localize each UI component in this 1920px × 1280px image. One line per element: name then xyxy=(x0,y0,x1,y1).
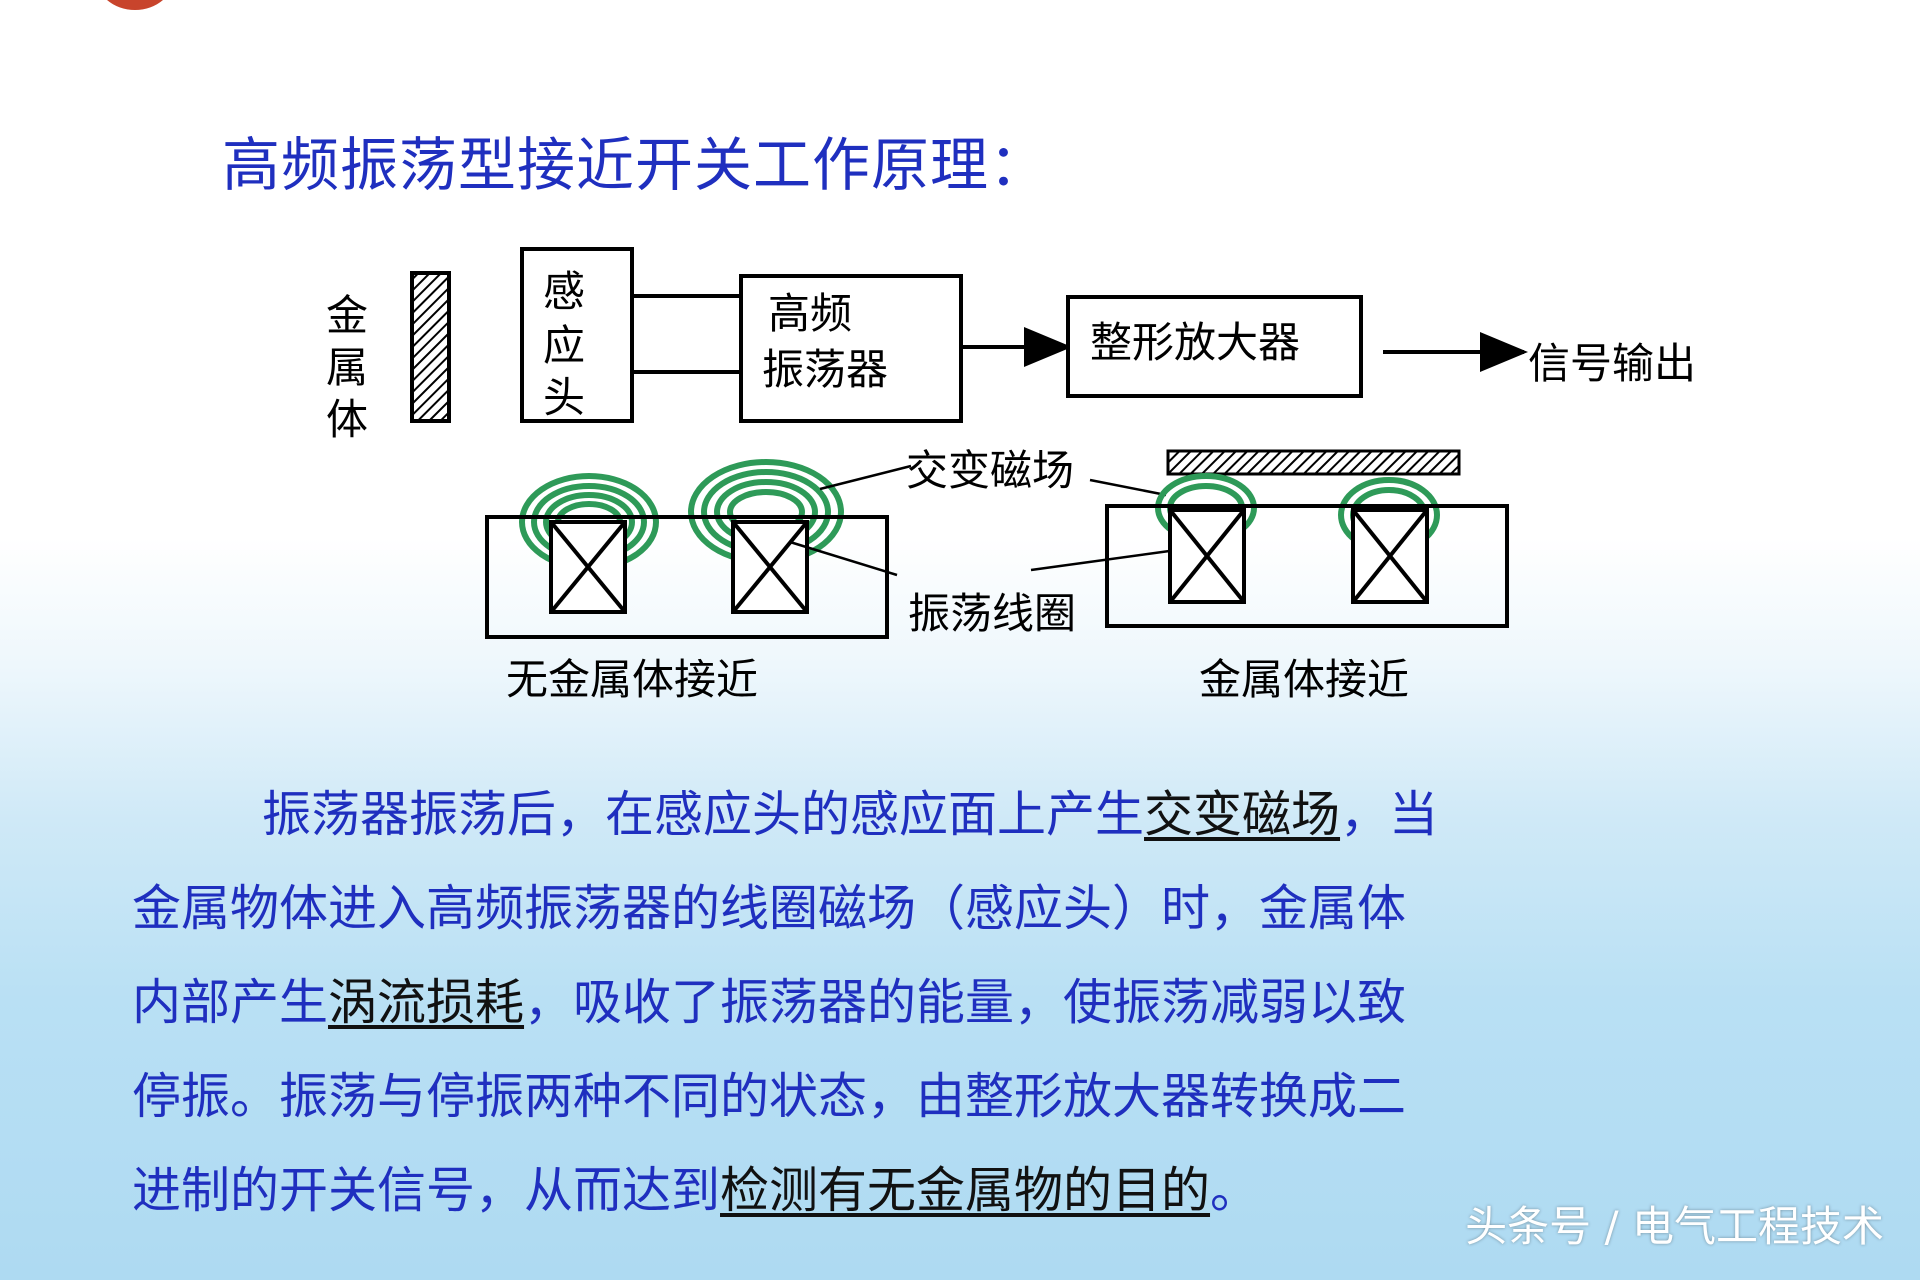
metal-plate xyxy=(410,271,451,423)
paragraph-text: 。 xyxy=(1210,1162,1260,1219)
paragraph-text: ，吸收了振荡器的能量，使振荡减弱以致 xyxy=(524,974,1407,1031)
oscillator-label-line-1: 高频 xyxy=(768,289,852,338)
coil-label: 振荡线圈 xyxy=(908,589,1076,638)
metal-label-char-3: 体 xyxy=(326,395,368,444)
ac-field-label: 交变磁场 xyxy=(906,446,1074,495)
page-title: 高频振荡型接近开关工作原理： xyxy=(222,131,1049,199)
paragraph-text: ，当 xyxy=(1340,786,1439,843)
sensor-head-char-2: 应 xyxy=(543,321,585,370)
paragraph-line: 振荡器振荡后，在感应头的感应面上产生交变磁场，当 xyxy=(132,768,1812,862)
explanation-paragraph: 振荡器振荡后，在感应头的感应面上产生交变磁场，当金属物体进入高频振荡器的线圈磁场… xyxy=(132,768,1812,1238)
ac-field-pointer-right xyxy=(1089,478,1167,497)
coil-left-1 xyxy=(549,520,627,614)
sensor-head-char-3: 头 xyxy=(543,373,585,422)
paragraph-line: 金属物体进入高频振荡器的线圈磁场（感应头）时，金属体 xyxy=(132,862,1812,956)
paragraph-text: 停振。振荡与停振两种不同的状态，由整形放大器转换成二 xyxy=(132,1068,1407,1125)
metal-body-label: 金 属 体 xyxy=(326,291,368,444)
underlined-keyword: 交变磁场 xyxy=(1144,786,1341,843)
paragraph-line: 内部产生涡流损耗，吸收了振荡器的能量，使振荡减弱以致 xyxy=(132,956,1812,1050)
metal-label-char-1: 金 xyxy=(326,291,368,340)
paragraph-text: 进制的开关信号，从而达到 xyxy=(132,1162,721,1219)
paragraph-line: 进制的开关信号，从而达到检测有无金属物的目的。 xyxy=(132,1144,1812,1238)
right-caption: 金属体接近 xyxy=(1199,655,1409,704)
metal-label-char-2: 属 xyxy=(326,343,368,392)
amplifier-box xyxy=(1066,295,1363,398)
coil-right-2 xyxy=(1351,508,1429,604)
coil-right-1 xyxy=(1168,508,1246,604)
sensor-body-right xyxy=(1105,504,1509,628)
paragraph-line: 停振。振荡与停振两种不同的状态，由整形放大器转换成二 xyxy=(132,1050,1812,1144)
paragraph-text: 内部产生 xyxy=(132,974,329,1031)
metal-plate-right xyxy=(1166,449,1461,476)
sensor-body-left xyxy=(485,515,889,639)
signal-output-label: 信号输出 xyxy=(1528,339,1696,388)
oscillator-label-line-2: 振荡器 xyxy=(762,345,888,394)
underlined-keyword: 检测有无金属物的目的 xyxy=(720,1162,1211,1219)
oscillator-box xyxy=(739,274,963,423)
underlined-keyword: 涡流损耗 xyxy=(328,974,525,1031)
company-logo xyxy=(95,0,175,10)
paragraph-text: 振荡器振荡后，在感应头的感应面上产生 xyxy=(262,786,1145,843)
coil-left-2 xyxy=(731,520,809,614)
sensor-head-box xyxy=(520,247,634,423)
left-caption: 无金属体接近 xyxy=(506,655,758,704)
ac-field-pointer xyxy=(819,464,912,491)
paragraph-text: 金属物体进入高频振荡器的线圈磁场（感应头）时，金属体 xyxy=(132,880,1407,937)
coil-pointer-left xyxy=(789,540,898,577)
amplifier-label: 整形放大器 xyxy=(1090,318,1300,367)
watermark: 头条号 / 电气工程技术 xyxy=(1465,1202,1884,1251)
sensor-head-char-1: 感 xyxy=(543,267,585,316)
